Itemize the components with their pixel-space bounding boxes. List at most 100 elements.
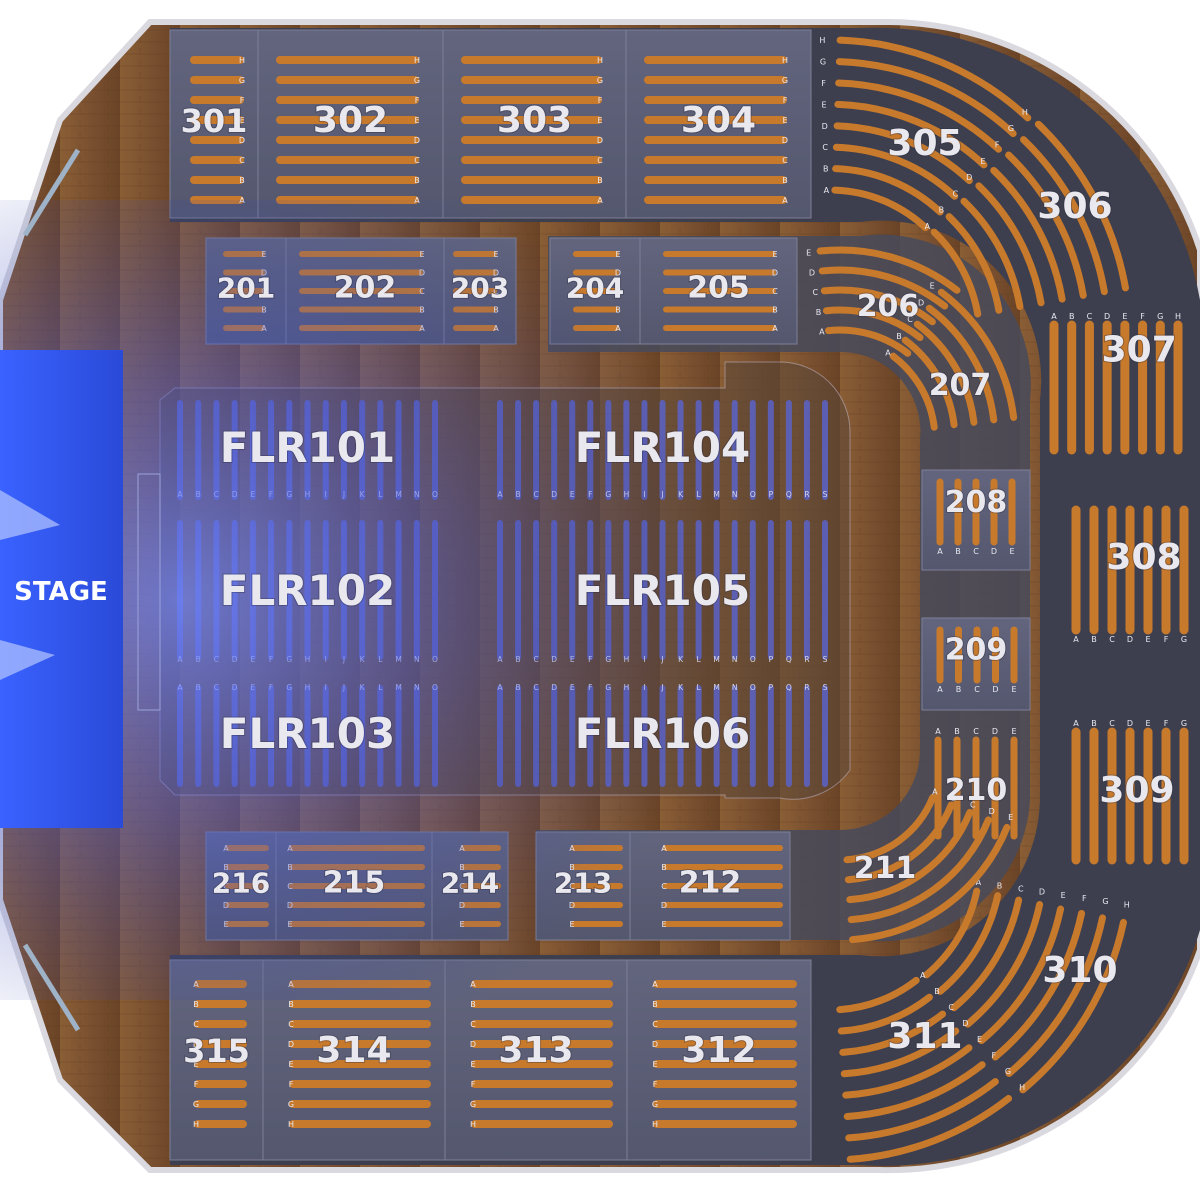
section-313-label[interactable]: 313 xyxy=(497,1029,574,1072)
section-306-row-B[interactable] xyxy=(945,213,1003,314)
section-314-label[interactable]: 314 xyxy=(315,1029,392,1072)
section-310-row-A[interactable] xyxy=(922,887,981,979)
section-310-row-H[interactable] xyxy=(1019,918,1127,1094)
section-310-row-label: H xyxy=(1124,900,1130,909)
section-305-row-C[interactable] xyxy=(832,143,959,200)
section-310-row-C[interactable] xyxy=(950,896,1023,1012)
section-315-label[interactable]: 315 xyxy=(182,1031,251,1071)
section-302-label[interactable]: 302 xyxy=(312,99,389,142)
section-305-label[interactable]: 305 xyxy=(886,122,963,165)
section-207-row-B[interactable] xyxy=(901,336,958,429)
section-214-label[interactable]: 214 xyxy=(440,866,500,901)
section-310-row-label: C xyxy=(1018,885,1024,894)
section-216-label[interactable]: 216 xyxy=(211,866,271,901)
section-312-row-label: G xyxy=(652,1100,658,1109)
section-311-row-label: E xyxy=(977,1035,982,1044)
section-208-row-label: A xyxy=(937,547,943,556)
section-306-row-label: C xyxy=(952,189,958,198)
section-305-row-B[interactable] xyxy=(832,165,944,216)
section-208-label[interactable]: 208 xyxy=(944,484,1009,521)
section-flr104-label[interactable]: FLR104 xyxy=(574,422,751,473)
section-301-row-label: H xyxy=(239,56,245,65)
section-309-row-label: A xyxy=(1073,719,1079,728)
section-flr106-label[interactable]: FLR106 xyxy=(574,708,751,759)
section-311-row-G[interactable] xyxy=(845,1078,999,1142)
section-311-row-H[interactable] xyxy=(846,1095,1013,1163)
section-303-label[interactable]: 303 xyxy=(496,99,573,142)
section-306-label[interactable]: 306 xyxy=(1036,185,1113,228)
section-306-row-A[interactable] xyxy=(930,228,982,318)
section-306-row-E[interactable] xyxy=(990,166,1066,303)
section-211-label[interactable]: 211 xyxy=(853,850,918,887)
section-213-label[interactable]: 213 xyxy=(553,866,613,901)
section-312-row-label: F xyxy=(653,1080,658,1089)
section-306-row-H[interactable] xyxy=(1034,120,1129,292)
section-306-row-G[interactable] xyxy=(1020,136,1108,296)
section-310-row-B[interactable] xyxy=(936,892,1002,995)
section-308-row-label: A xyxy=(1073,635,1079,644)
section-312-label[interactable]: 312 xyxy=(680,1029,757,1072)
section-305-row-H[interactable] xyxy=(836,36,1032,122)
section-301-label[interactable]: 301 xyxy=(180,101,249,141)
section-305-row-D[interactable] xyxy=(833,122,973,185)
section-211-row-label: E xyxy=(1008,813,1013,822)
section-207-row-D[interactable] xyxy=(925,304,998,424)
section-311-row-A[interactable] xyxy=(836,976,920,1014)
section-205-label[interactable]: 205 xyxy=(686,270,751,307)
section-308-label[interactable]: 308 xyxy=(1105,536,1182,579)
section-305-row-G[interactable] xyxy=(835,58,1017,138)
section-206-label[interactable]: 206 xyxy=(856,288,921,325)
section-315-row-label: F xyxy=(194,1080,199,1089)
section-310-row-F[interactable] xyxy=(991,909,1086,1061)
section-310-label[interactable]: 310 xyxy=(1041,949,1118,992)
section-309-label[interactable]: 309 xyxy=(1098,769,1175,812)
section-311-row-C[interactable] xyxy=(839,1010,947,1056)
section-215-label[interactable]: 215 xyxy=(322,865,387,902)
section-305-row-E[interactable] xyxy=(834,100,988,169)
section-207-label[interactable]: 207 xyxy=(928,367,993,404)
section-310-row-label: E xyxy=(1061,891,1066,900)
section-306-row-label: B xyxy=(939,206,945,215)
section-311-row-D[interactable] xyxy=(840,1027,960,1078)
section-207-row-C[interactable] xyxy=(913,320,978,426)
section-310-row-E[interactable] xyxy=(978,905,1065,1045)
section-307-row-label: B xyxy=(1069,312,1075,321)
section-306-row-F[interactable] xyxy=(1005,151,1087,299)
section-304-label[interactable]: 304 xyxy=(680,99,757,142)
section-202-label[interactable]: 202 xyxy=(333,270,398,307)
section-306-row-C[interactable] xyxy=(960,197,1024,311)
section-209-label[interactable]: 209 xyxy=(944,631,1009,668)
section-303-row-label: B xyxy=(597,176,603,185)
section-312-row-label: H xyxy=(652,1120,658,1129)
section-311-row-E[interactable] xyxy=(842,1044,973,1099)
section-310-row-D[interactable] xyxy=(964,901,1044,1028)
section-307-label[interactable]: 307 xyxy=(1101,329,1178,372)
section-302-row-label: F xyxy=(415,96,420,105)
section-204-label[interactable]: 204 xyxy=(565,271,625,306)
section-201-label[interactable]: 201 xyxy=(216,271,276,306)
section-306-row-D[interactable] xyxy=(975,182,1045,307)
section-305-row-F[interactable] xyxy=(835,79,1003,153)
section-212-label[interactable]: 212 xyxy=(678,865,743,902)
section-311-label[interactable]: 311 xyxy=(886,1015,963,1058)
section-314-row-label: D xyxy=(288,1040,294,1049)
stage-label: STAGE xyxy=(14,577,108,607)
section-flr102-label[interactable]: FLR102 xyxy=(219,565,396,616)
section-307-row-label: G xyxy=(1157,312,1163,321)
section-311-row-F[interactable] xyxy=(843,1061,986,1121)
section-211-row-label: C xyxy=(970,800,976,809)
section-flr103-label[interactable]: FLR103 xyxy=(219,708,396,759)
section-310-row-G[interactable] xyxy=(1005,914,1106,1077)
section-210-label[interactable]: 210 xyxy=(944,772,1009,809)
section-302-row-label: B xyxy=(414,176,420,185)
section-207-row-E[interactable] xyxy=(937,288,1018,421)
section-flr105-label[interactable]: FLR105 xyxy=(574,565,751,616)
section-203-label[interactable]: 203 xyxy=(450,271,510,306)
section-304-row-label: D xyxy=(782,136,788,145)
section-311-row-B[interactable] xyxy=(837,993,933,1035)
section-304-row-label: G xyxy=(782,76,788,85)
section-308-row-label: C xyxy=(1109,635,1115,644)
section-310-row-label: A xyxy=(976,878,982,887)
section-flr101-label[interactable]: FLR101 xyxy=(219,422,396,473)
